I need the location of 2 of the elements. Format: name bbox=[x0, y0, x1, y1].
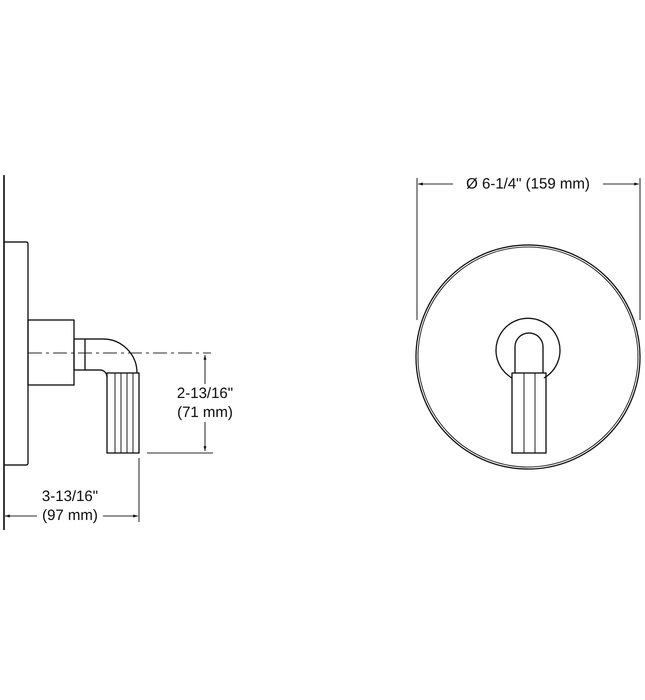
dimension-label: 3-13/16" (97 mm) bbox=[37, 487, 103, 525]
dimension-label: Ø 6-1/4" (159 mm) bbox=[453, 174, 603, 194]
